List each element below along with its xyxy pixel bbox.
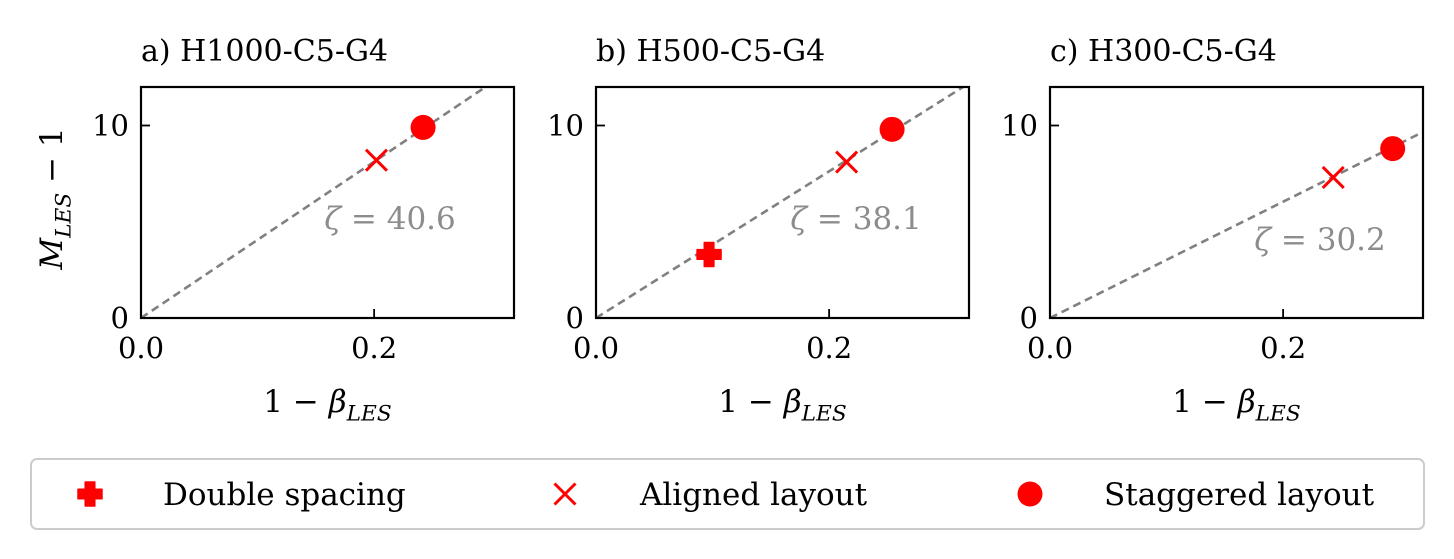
- panel-1: ζ = 40.6 0.0 0.2 0 10 a) H1000-C5-G4 1 − βLES M…: [34, 34, 516, 427]
- panel-3: ζ = 30.2 0.0 0.2 0 10 c) H300-C5-G4 1 − βLES: [1001, 34, 1425, 427]
- y-tick-label: 10: [92, 109, 129, 143]
- legend-label: Staggered layout: [1104, 477, 1375, 513]
- panel-title: a) H1000-C5-G4: [141, 34, 388, 69]
- legend-box: [30, 458, 1425, 530]
- x-axis-label: 1 − βLES: [718, 384, 846, 427]
- axes-frame: [139, 85, 516, 320]
- legend-entry-aligned-layout: Aligned layout: [553, 477, 868, 513]
- y-tick-label: 0: [1020, 301, 1038, 335]
- legend-marker: [77, 481, 103, 507]
- panel-title: c) H300-C5-G4: [1050, 34, 1277, 69]
- marker-aligned-layout: [364, 148, 389, 172]
- fit-line: [141, 87, 488, 318]
- marker-aligned-layout: [835, 150, 859, 174]
- fit-line: [1050, 130, 1423, 318]
- marker-staggered-layout: [1380, 136, 1406, 162]
- legend-entry-double-spacing: Double spacing: [77, 477, 406, 513]
- axes-frame: [1048, 85, 1425, 320]
- y-axis-label: MLES − 1: [34, 127, 77, 270]
- zeta-annotation: ζ = 30.2: [1254, 222, 1386, 258]
- legend-marker: [553, 482, 577, 506]
- marker-aligned-layout: [1321, 165, 1345, 190]
- x-tick-label: 0.0: [118, 331, 164, 365]
- fit-line: [596, 87, 966, 318]
- legend: Double spacing Aligned layout Staggered la…: [30, 458, 1425, 530]
- y-tick-label: 0: [111, 301, 129, 335]
- legend-entry-staggered-layout: Staggered layout: [1017, 477, 1375, 513]
- zeta-annotation: ζ = 38.1: [790, 201, 922, 237]
- y-tick-label: 10: [1001, 109, 1038, 143]
- axes-frame: [594, 85, 971, 320]
- marker-staggered-layout: [410, 114, 436, 140]
- legend-label: Double spacing: [163, 477, 406, 513]
- x-tick-label: 0.0: [573, 331, 619, 365]
- x-axis-label: 1 − βLES: [263, 384, 391, 427]
- marker-staggered-layout: [879, 116, 905, 142]
- y-tick-label: 10: [547, 109, 584, 143]
- legend-label: Aligned layout: [639, 477, 868, 513]
- x-tick-label: 0.2: [1260, 331, 1306, 365]
- x-tick-label: 0.0: [1027, 331, 1073, 365]
- panel-2: ζ = 38.1 0.0 0.2 0 10 b) H500-C5-G4 1 − βLES: [547, 34, 971, 427]
- marker-double-spacing: [696, 241, 722, 268]
- x-axis-label: 1 − βLES: [1172, 384, 1300, 427]
- y-tick-label: 0: [566, 301, 584, 335]
- legend-marker: [1017, 481, 1043, 507]
- zeta-annotation: ζ = 40.6: [324, 201, 456, 237]
- panel-title: b) H500-C5-G4: [596, 34, 825, 69]
- x-tick-label: 0.2: [806, 331, 852, 365]
- x-tick-label: 0.2: [351, 331, 397, 365]
